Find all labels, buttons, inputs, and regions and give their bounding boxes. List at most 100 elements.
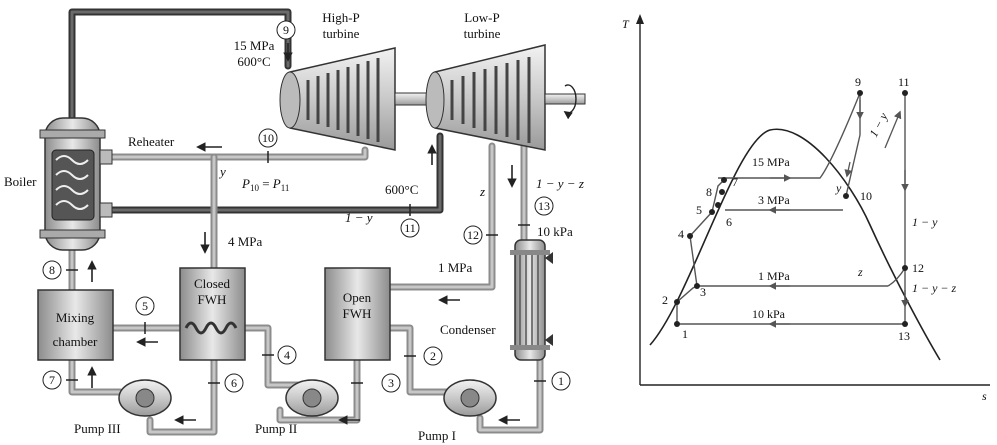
state-12-marker: 12 bbox=[463, 225, 483, 245]
pump-i bbox=[443, 379, 497, 417]
hp-turbine-label-line1: High-P bbox=[322, 10, 360, 25]
svg-text:2: 2 bbox=[430, 349, 436, 363]
mixing-chamber-label-line2: chamber bbox=[53, 334, 98, 349]
open-fwh-pressure: 1 MPa bbox=[438, 260, 473, 275]
saturation-dome bbox=[649, 128, 941, 361]
state-8-marker: 8 bbox=[42, 260, 62, 280]
pump-i-label: Pump I bbox=[418, 428, 456, 443]
svg-text:9: 9 bbox=[283, 23, 289, 37]
state-7-marker: 7 bbox=[42, 370, 62, 390]
state-markers: 9 10 11 12 13 1 2 3 4 5 6 7 8 bbox=[42, 20, 571, 393]
reheater-label: Reheater bbox=[128, 134, 175, 149]
lp-turbine-label-line1: Low-P bbox=[464, 10, 499, 25]
boiler-label: Boiler bbox=[4, 174, 37, 189]
ts-state-5: 5 bbox=[696, 203, 702, 217]
fraction-z-label: z bbox=[479, 184, 485, 199]
state-4-marker: 4 bbox=[277, 345, 297, 365]
ts-fraction-1-y: 1 − y bbox=[912, 215, 938, 229]
svg-text:4: 4 bbox=[284, 348, 290, 362]
svg-text:6: 6 bbox=[231, 376, 237, 390]
ts-state-11: 11 bbox=[898, 75, 910, 89]
svg-text:3: 3 bbox=[388, 376, 394, 390]
svg-text:12: 12 bbox=[467, 228, 479, 242]
pump-iii bbox=[118, 379, 172, 417]
closed-fwh-label-line1: Closed bbox=[194, 276, 231, 291]
svg-text:8: 8 bbox=[49, 263, 55, 277]
flow-arrows bbox=[87, 43, 520, 425]
process-lines bbox=[676, 92, 906, 325]
ts-arrows bbox=[768, 100, 909, 328]
state-10-marker: 10 bbox=[258, 128, 278, 148]
isobar-3mpa-label: 3 MPa bbox=[758, 193, 790, 207]
svg-text:7: 7 bbox=[49, 373, 55, 387]
closed-fwh bbox=[179, 267, 246, 361]
state-5-marker: 5 bbox=[135, 296, 155, 316]
open-fwh-label-line2: FWH bbox=[343, 306, 372, 321]
ts-fraction-1-y-z: 1 − y − z bbox=[912, 281, 957, 295]
ts-fraction-z: z bbox=[857, 265, 863, 279]
state-13-marker: 13 bbox=[534, 196, 554, 216]
ts-state-labels: 1 2 3 4 5 6 7 8 9 10 11 12 13 bbox=[662, 75, 924, 343]
fraction-1-y-z-label: 1 − y − z bbox=[536, 176, 584, 191]
pump-ii-label: Pump II bbox=[255, 421, 297, 436]
mixing-chamber-label-line1: Mixing bbox=[56, 310, 95, 325]
state11-temperature: 600°C bbox=[385, 182, 418, 197]
ts-diagram: T s bbox=[622, 14, 990, 403]
ts-state-4: 4 bbox=[678, 227, 684, 241]
svg-text:11: 11 bbox=[404, 221, 416, 235]
ts-state-10: 10 bbox=[860, 189, 872, 203]
state-9-marker: 9 bbox=[276, 20, 296, 40]
svg-text:1: 1 bbox=[558, 374, 564, 388]
lp-turbine-label-line2: turbine bbox=[464, 26, 501, 41]
closed-fwh-pressure: 4 MPa bbox=[228, 234, 263, 249]
schematic-labels: High-P turbine Low-P turbine 15 MPa 600°… bbox=[4, 10, 584, 443]
mixing-chamber bbox=[37, 289, 114, 361]
ts-state-8: 8 bbox=[706, 185, 712, 199]
boiler bbox=[39, 117, 113, 251]
high-p-turbine bbox=[279, 47, 396, 151]
ts-state-12: 12 bbox=[912, 261, 924, 275]
condenser-label: Condenser bbox=[440, 322, 496, 337]
state-6-marker: 6 bbox=[224, 373, 244, 393]
ts-state-6: 6 bbox=[726, 215, 732, 229]
open-fwh bbox=[324, 267, 391, 361]
isobar-1mpa-label: 1 MPa bbox=[758, 269, 790, 283]
svg-text:5: 5 bbox=[142, 299, 148, 313]
state9-temperature: 600°C bbox=[237, 54, 270, 69]
pipes bbox=[68, 8, 544, 436]
output-shaft bbox=[544, 93, 586, 105]
ts-state-1: 1 bbox=[682, 327, 688, 341]
condenser bbox=[510, 239, 553, 361]
state-ticks bbox=[66, 151, 546, 384]
t-axis-label: T bbox=[622, 17, 630, 31]
fraction-y-label: y bbox=[218, 164, 226, 179]
isobar-15mpa-label: 15 MPa bbox=[752, 155, 790, 169]
isobar-10kpa-label: 10 kPa bbox=[752, 307, 786, 321]
ts-state-7: 7 bbox=[732, 175, 738, 189]
ts-state-3: 3 bbox=[700, 285, 706, 299]
pump-iii-label: Pump III bbox=[74, 421, 121, 436]
hp-turbine-label-line2: turbine bbox=[323, 26, 360, 41]
state-11-marker: 11 bbox=[400, 218, 420, 238]
fraction-1-minus-y-label: 1 − y bbox=[345, 210, 373, 225]
state9-pressure: 15 MPa bbox=[234, 38, 275, 53]
ts-fraction-labels: 1 − y 1 − y − z y z 1 − y bbox=[835, 110, 957, 295]
state-1-marker: 1 bbox=[551, 371, 571, 391]
svg-text:13: 13 bbox=[538, 199, 550, 213]
low-p-turbine bbox=[425, 44, 546, 151]
ts-isobar-labels: 15 MPa 3 MPa 1 MPa 10 kPa bbox=[752, 155, 790, 321]
rotation-arrow-icon bbox=[563, 84, 577, 120]
t-axis-arrow-icon bbox=[636, 14, 644, 24]
state-2-marker: 2 bbox=[423, 346, 443, 366]
condenser-pressure: 10 kPa bbox=[537, 224, 573, 239]
ts-state-dots bbox=[674, 90, 908, 327]
open-fwh-label-line1: Open bbox=[343, 290, 372, 305]
pump-ii bbox=[285, 379, 339, 417]
s-axis-label: s bbox=[982, 389, 987, 403]
ts-fraction-1-y-reheat: 1 − y bbox=[866, 110, 891, 140]
ts-state-2: 2 bbox=[662, 293, 668, 307]
svg-text:10: 10 bbox=[262, 131, 274, 145]
closed-fwh-label-line2: FWH bbox=[198, 292, 227, 307]
